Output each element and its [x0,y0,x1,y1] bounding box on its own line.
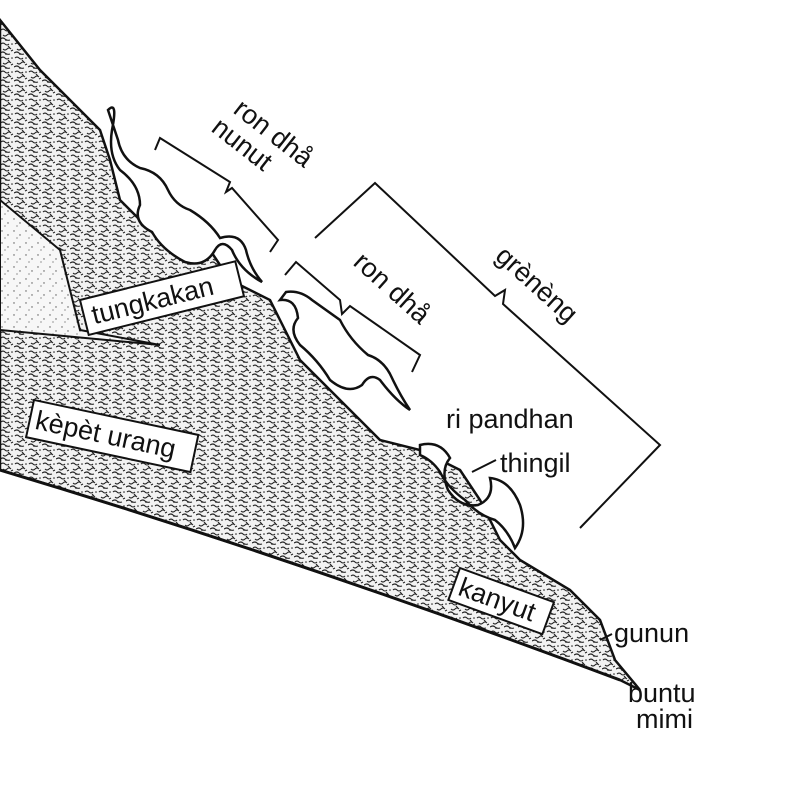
ron-dha-ornament [277,290,412,412]
blade-edge [0,468,621,682]
ron-dha-nunut-ornament [106,106,263,284]
leader-gunungan [599,633,613,641]
label-greneng: grènèng [490,240,584,329]
blade-upper [0,198,161,346]
label-buntut-line1: buntu [628,678,696,708]
tungkakan-frame [78,260,246,337]
bracket-greneng [314,181,662,529]
label-thingil: thingil [500,448,571,478]
leader-thingil [471,459,497,473]
kanyut-frame [447,566,556,636]
thingil-ornament [418,442,525,551]
label-ri-pandhan: ri pandhan [446,404,574,434]
label-gunungan: gunun [614,618,689,648]
label-ron-dha: ron dhå [348,246,437,330]
bracket-ron-dha [284,260,422,373]
label-ron-dha-nunut: ron dhå nunut [206,93,319,177]
label-buntut-line2: mimi [636,704,693,734]
bracket-ron-dha-nunut [154,136,280,253]
kepet-urang-frame [24,398,200,474]
